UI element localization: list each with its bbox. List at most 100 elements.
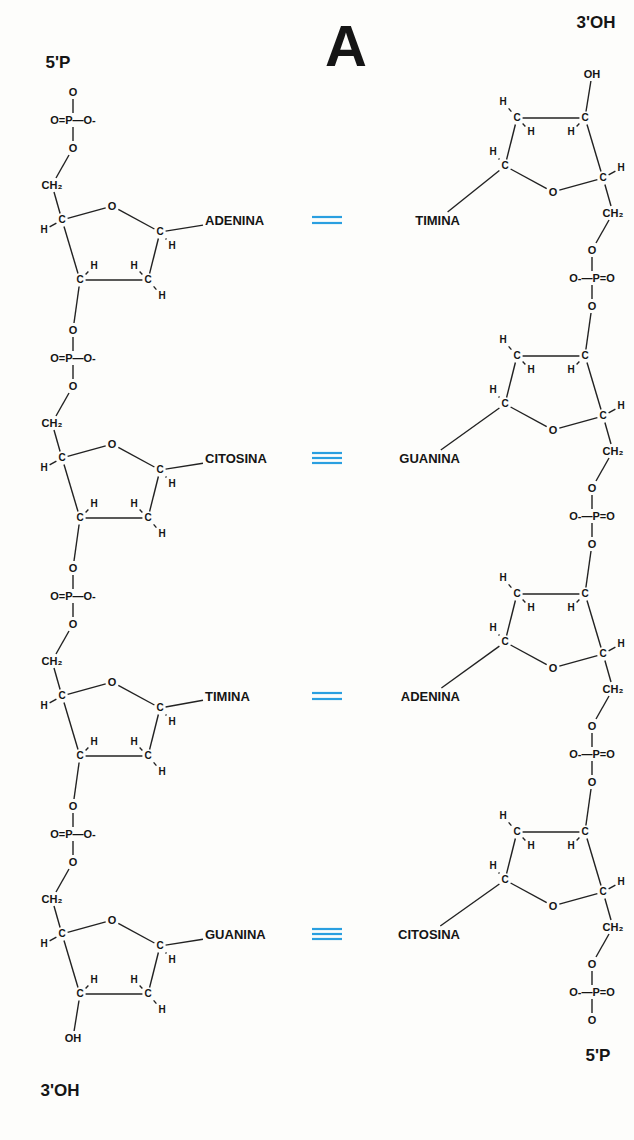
bond-line — [596, 220, 609, 243]
atom-symbol: C — [501, 637, 508, 647]
atom-symbol: CH₂ — [42, 656, 63, 667]
bond-line — [596, 934, 609, 957]
atom-symbol: CH₂ — [603, 684, 624, 695]
bond-line — [86, 272, 89, 275]
atom-symbol: H — [499, 335, 506, 345]
atom-symbol: CH₂ — [42, 180, 63, 191]
atom-symbol: C — [156, 703, 163, 713]
atom-symbol: C — [156, 941, 163, 951]
bond-line — [559, 418, 597, 429]
atom-symbol: O — [69, 87, 78, 98]
base-name: GUANINA — [399, 452, 460, 465]
atom-symbol: C — [581, 589, 588, 599]
atom-symbol: C — [599, 411, 606, 421]
atom-symbol: O — [69, 857, 78, 868]
bond-line — [72, 603, 73, 617]
atom-symbol: H — [90, 261, 97, 271]
bond-line — [609, 409, 616, 413]
atom-symbol: H — [158, 291, 165, 301]
bond-line — [118, 923, 154, 943]
bond-line — [523, 124, 526, 127]
atom-symbol: O — [69, 619, 78, 630]
strand-end: 3'OH — [577, 14, 616, 31]
bond-line — [591, 971, 592, 985]
phosphate-group: O-—P=O — [569, 987, 615, 998]
base-name: TIMINA — [205, 690, 250, 703]
atom-symbol: O — [108, 201, 117, 212]
bond-line — [72, 99, 73, 113]
bond-line — [587, 125, 601, 172]
atom-symbol: C — [58, 215, 65, 225]
base-name: CITOSINA — [398, 928, 460, 941]
bond-line — [165, 715, 167, 716]
bond-line — [74, 287, 79, 324]
bond-line — [523, 593, 580, 594]
atom-symbol: C — [513, 827, 520, 837]
bond-line — [511, 407, 547, 427]
atom-symbol: C — [599, 887, 606, 897]
atom-symbol: H — [617, 163, 624, 173]
bond-line — [72, 575, 73, 589]
atom-symbol: O — [108, 439, 117, 450]
atom-symbol: O — [588, 483, 597, 494]
bond-line — [441, 408, 500, 450]
bond-line — [523, 831, 580, 832]
bond-line — [86, 993, 143, 994]
bond-line — [559, 656, 597, 667]
atom-symbol: C — [58, 691, 65, 701]
atom-symbol: H — [489, 861, 496, 871]
bond-line — [609, 885, 616, 889]
atom-symbol: O — [108, 677, 117, 688]
atom-symbol: O — [549, 663, 558, 674]
bond-line — [64, 465, 78, 512]
bond-line — [523, 838, 526, 841]
panel-letter: A — [325, 17, 367, 75]
base-name: CITOSINA — [205, 452, 267, 465]
phosphate-group: O=P—O- — [50, 115, 96, 126]
bond-line — [166, 939, 203, 945]
atom-symbol: H — [130, 737, 137, 747]
bond-line — [140, 510, 143, 513]
atom-symbol: H — [567, 127, 574, 137]
atom-symbol: H — [617, 639, 624, 649]
bond-line — [165, 477, 167, 478]
bond-line — [591, 761, 592, 775]
atom-symbol: H — [168, 479, 175, 489]
bond-line — [154, 762, 157, 765]
hydrogen-bond — [312, 929, 342, 939]
bond-line — [586, 81, 591, 112]
bond-line — [118, 447, 154, 467]
bond-line — [498, 635, 500, 636]
atom-symbol: C — [76, 513, 83, 523]
bond-line — [605, 899, 611, 921]
atom-symbol: H — [130, 261, 137, 271]
bond-line — [64, 703, 78, 750]
atom-symbol: CH₂ — [603, 922, 624, 933]
hydrogen-bond — [312, 693, 342, 699]
atom-symbol: CH₂ — [42, 418, 63, 429]
atom-symbol: OH — [584, 69, 601, 80]
bond-line — [86, 986, 89, 989]
phosphate-group: O-—P=O — [569, 273, 615, 284]
atom-symbol: H — [527, 127, 534, 137]
bond-line — [118, 685, 154, 705]
atom-symbol: C — [599, 649, 606, 659]
bond-line — [586, 313, 591, 350]
atom-symbol: H — [158, 529, 165, 539]
atom-symbol: OH — [65, 1033, 82, 1044]
bond-line — [118, 209, 154, 229]
bond-line — [498, 159, 500, 160]
bond-line — [507, 601, 516, 636]
atom-symbol: H — [527, 365, 534, 375]
bond-line — [498, 397, 500, 398]
atom-symbol: H — [158, 1005, 165, 1015]
bond-line — [596, 696, 609, 719]
bond-line — [591, 523, 592, 537]
atom-symbol: O — [549, 425, 558, 436]
atom-symbol: C — [76, 989, 83, 999]
bond-line — [86, 748, 89, 751]
bond-line — [72, 337, 73, 351]
strand-end: 5'P — [46, 54, 71, 71]
atom-symbol: H — [499, 811, 506, 821]
